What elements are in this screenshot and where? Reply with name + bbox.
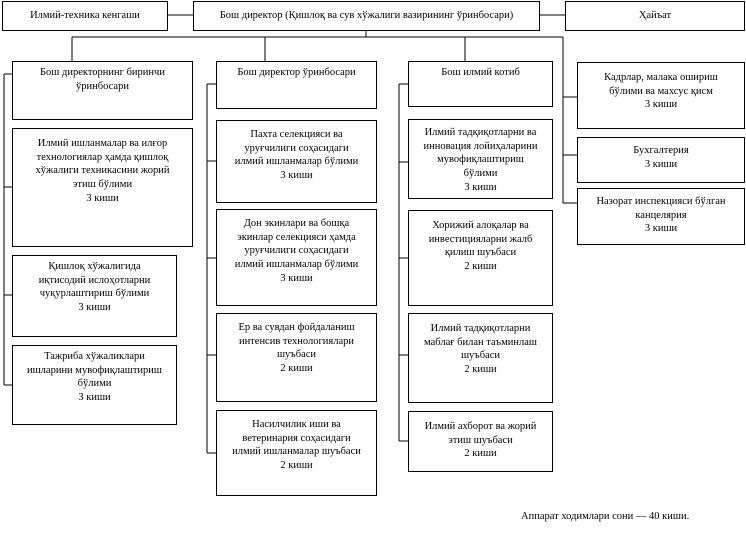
- chief-secretary-box: Бош илмий котиб: [408, 61, 553, 107]
- dept-staff-count: 3 киши: [280, 272, 313, 284]
- dept-line: инновация лойиҳаларини: [423, 140, 538, 152]
- dept-line: иқтисодий ислоҳотларни: [38, 274, 151, 286]
- dept-staff-count: 2 киши: [464, 260, 497, 272]
- dept-breeding-vet-box: Насилчилик иши ва ветеринария соҳасидаги…: [216, 410, 377, 496]
- dept-line: ветеринария соҳасидаги: [242, 432, 351, 444]
- dept-line: Кадрлар, малака ошириш: [604, 72, 718, 83]
- dept-line: илмий ишланмалар бўлими: [234, 156, 359, 168]
- dept-information-box: Илмий ахборот ва жорий этиш шуъбаси 2 ки…: [408, 411, 553, 472]
- dept-staff-count: 3 киши: [644, 99, 678, 111]
- dept-line: Қишлоқ хўжалигида: [48, 261, 141, 272]
- dept-line: Назорат инспекцияси бўлган: [596, 196, 726, 207]
- first-deputy-line: ўринбосари: [76, 80, 129, 92]
- dept-line: Хорижий алоқалар ва: [432, 220, 529, 231]
- dept-line: маблағ билан таъминлаш: [424, 336, 537, 348]
- dept-staff-count: 3 киши: [280, 169, 313, 181]
- dept-staff-count: 2 киши: [280, 362, 313, 374]
- dept-staff-count: 3 киши: [78, 391, 111, 403]
- dept-staff-count: 3 киши: [644, 158, 678, 170]
- dept-staff-count: 2 киши: [464, 363, 497, 375]
- first-deputy-line: Бош директорнинг биринчи: [40, 67, 165, 78]
- general-director-box: Бош директор (Қишлоқ ва сув хўжалиги ваз…: [193, 1, 540, 31]
- dept-staff-count: 2 киши: [280, 459, 313, 471]
- dept-line: шуъбаси: [276, 349, 317, 361]
- dept-staff-count: 3 киши: [644, 223, 678, 235]
- dept-line: инвестицияларни жалб: [428, 233, 533, 245]
- dept-line: қилиш шуъбаси: [444, 247, 517, 259]
- dept-grain-selection-box: Дон экинлари ва бошқа экинлар селекцияси…: [216, 209, 377, 306]
- dept-line: Ер ва сувдан фойдаланиш: [238, 322, 355, 333]
- dept-line: хўжалиги техникасини жорий: [35, 165, 170, 177]
- dept-line: технологиялар ҳамда қишлоқ: [36, 151, 169, 163]
- dept-line: илмий ишланмалар бўлими: [234, 258, 359, 270]
- science-tech-council-label: Илмий-техника кенгаши: [30, 10, 140, 22]
- dept-personnel-box: Кадрлар, малака ошириш бўлими ва махсус …: [577, 62, 745, 129]
- dept-foreign-relations-box: Хорижий алоқалар ва инвестицияларни жалб…: [408, 210, 553, 306]
- board-box: Ҳайъат: [565, 1, 745, 31]
- deputy-director-box: Бош директор ўринбосари: [216, 61, 377, 109]
- dept-line: Илмий ахборот ва жорий: [424, 421, 537, 432]
- dept-economic-reforms-box: Қишлоқ хўжалигида иқтисодий ислоҳотларни…: [12, 255, 177, 337]
- dept-inspection-chancellery-box: Назорат инспекцияси бўлган канцелярия 3 …: [577, 188, 745, 245]
- dept-staff-count: 3 киши: [86, 192, 119, 204]
- dept-land-water-box: Ер ва сувдан фойдаланиш интенсив техноло…: [216, 313, 377, 402]
- dept-line: Пахта селекцияси ва: [250, 129, 343, 140]
- dept-line: экинлар селекцияси ҳамда: [237, 231, 356, 243]
- dept-line: канцелярия: [635, 209, 687, 221]
- dept-line: бўлими ва махсус қисм: [609, 85, 713, 97]
- dept-staff-count: 3 киши: [78, 301, 111, 313]
- dept-line: Илмий тадқиқотларни: [430, 323, 531, 334]
- dept-line: Дон экинлари ва бошқа: [243, 218, 350, 229]
- dept-line: Илмий ишланмалар ва илғор: [37, 138, 168, 149]
- dept-line: Илмий тадқиқотларни ва: [424, 127, 537, 138]
- dept-line: Тажриба хўжаликлари: [44, 351, 145, 362]
- dept-accounting-box: Бухгалтерия 3 киши: [577, 137, 745, 183]
- dept-line: бўлими: [77, 378, 112, 390]
- first-deputy-box: Бош директорнинг биринчи ўринбосари: [12, 61, 193, 120]
- dept-line: илмий ишланмалар шуъбаси: [232, 446, 361, 458]
- dept-line: бўлими: [463, 167, 498, 179]
- dept-staff-count: 3 киши: [464, 181, 497, 193]
- dept-line: Бухгалтерия: [633, 145, 689, 156]
- dept-line: мувофиқлаштириш: [437, 154, 524, 166]
- science-tech-council-box: Илмий-техника кенгаши: [2, 1, 168, 31]
- dept-experimental-farms-box: Тажриба хўжаликлари ишларини мувофиқлашт…: [12, 345, 177, 425]
- dept-line: чуқурлаштириш бўлими: [39, 288, 150, 300]
- dept-line: интенсив технологиялари: [238, 335, 355, 347]
- board-label: Ҳайъат: [638, 10, 672, 22]
- dept-research-innovation-box: Илмий тадқиқотларни ва инновация лойиҳал…: [408, 119, 553, 199]
- dept-innovation-tech-box: Илмий ишланмалар ва илғор технологиялар …: [12, 128, 193, 247]
- staff-total-note: Аппарат ходимлари сони — 40 киши.: [521, 511, 690, 522]
- dept-line: этиш шуъбаси: [448, 434, 513, 446]
- dept-line: Насилчилик иши ва: [252, 419, 341, 430]
- dept-line: этиш бўлими: [72, 178, 133, 190]
- general-director-label: Бош директор (Қишлоқ ва сув хўжалиги ваз…: [219, 10, 514, 22]
- dept-cotton-selection-box: Пахта селекцияси ва уруғчилиги соҳасидаг…: [216, 120, 377, 203]
- dept-staff-count: 2 киши: [464, 448, 497, 460]
- chief-secretary-label: Бош илмий котиб: [441, 67, 520, 78]
- dept-line: шуъбаси: [460, 350, 501, 362]
- dept-line: уруғчилиги соҳасидаги: [244, 245, 349, 257]
- dept-line: уруғчилиги соҳасидаги: [244, 142, 349, 154]
- dept-line: ишларини мувофиқлаштириш: [26, 364, 163, 376]
- deputy-director-label: Бош директор ўринбосари: [237, 67, 356, 78]
- dept-research-funding-box: Илмий тадқиқотларни маблағ билан таъминл…: [408, 313, 553, 403]
